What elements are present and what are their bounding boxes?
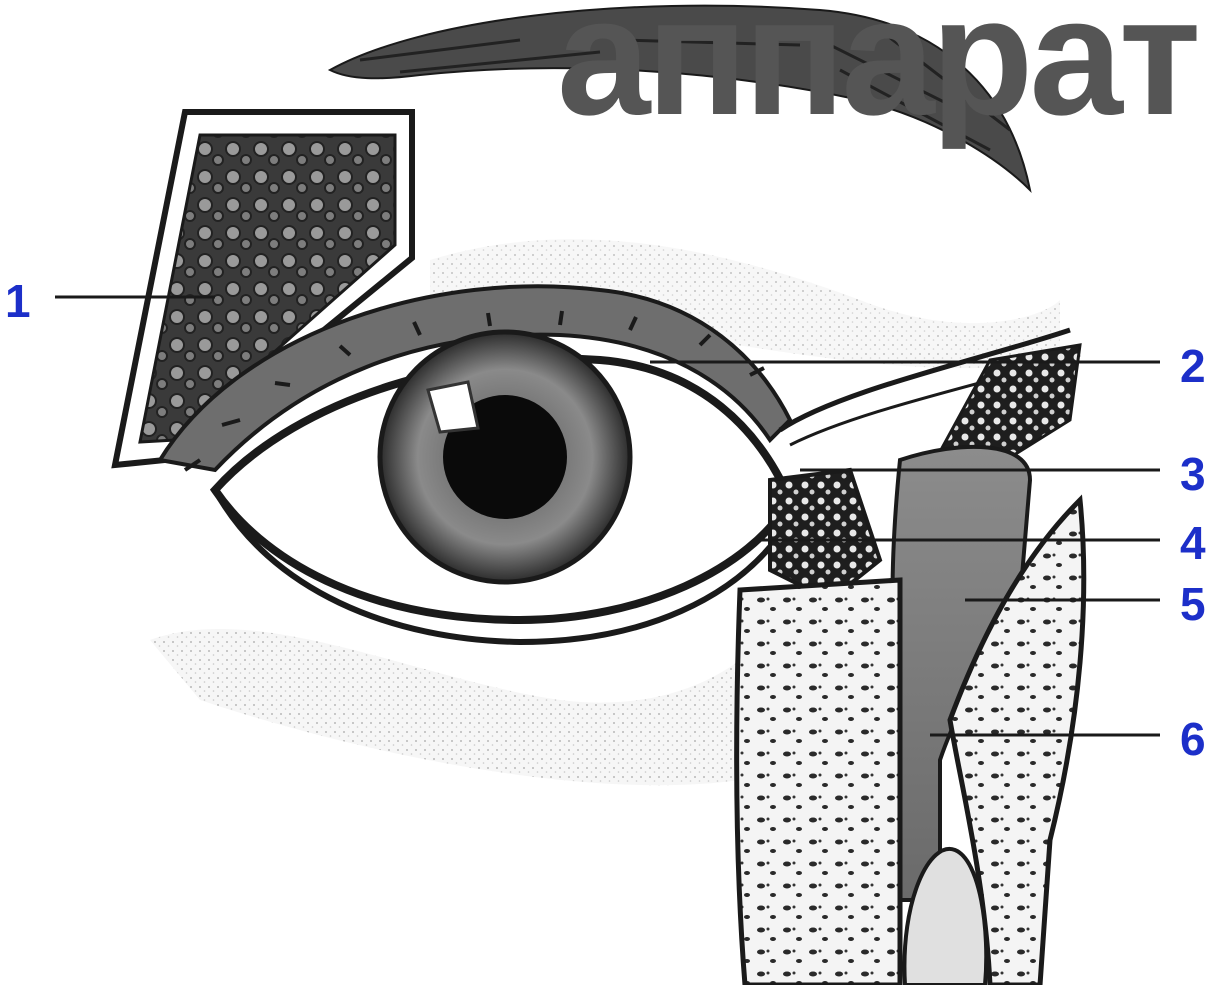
callout-number-1: 1 — [5, 278, 31, 324]
facial-shading — [150, 629, 740, 785]
callout-number-5: 5 — [1180, 581, 1206, 627]
callout-number-6: 6 — [1180, 716, 1206, 762]
maxilla-section — [737, 580, 900, 985]
callout-number-3: 3 — [1180, 451, 1206, 497]
callout-number-2: 2 — [1180, 343, 1206, 389]
callout-number-4: 4 — [1180, 520, 1206, 566]
slide-title: аппарат — [557, 0, 1197, 140]
